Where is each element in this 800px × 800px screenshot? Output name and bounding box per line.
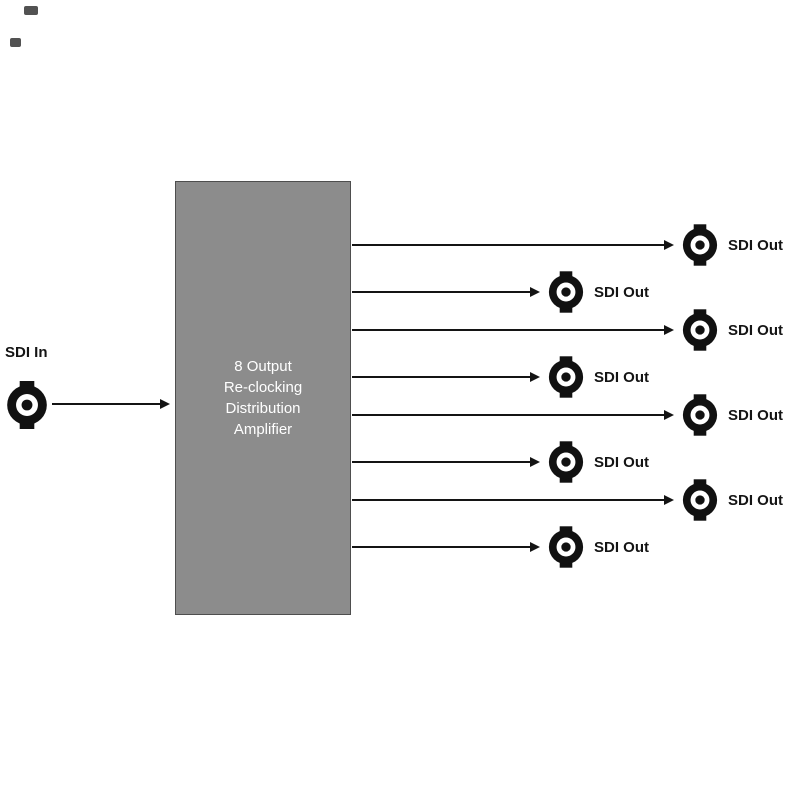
output-row: SDI Out [352, 477, 783, 523]
output-row: SDI Out [352, 354, 649, 400]
arrowhead-icon [530, 372, 540, 382]
output-label: SDI Out [594, 368, 649, 386]
input-label: SDI In [5, 344, 48, 361]
arrow-line [352, 376, 530, 378]
bnc-connector-icon [548, 526, 584, 568]
arrow-line [52, 403, 160, 405]
output-arrow [352, 324, 674, 336]
arrow-line [352, 329, 664, 331]
output-arrow [352, 371, 540, 383]
output-arrow [352, 541, 540, 553]
arrow-line [352, 546, 530, 548]
amplifier-box: 8 Output Re-clocking Distribution Amplif… [175, 181, 351, 615]
arrow-line [352, 461, 530, 463]
output-row: SDI Out [352, 524, 649, 570]
output-arrow [352, 456, 540, 468]
bnc-connector-icon [682, 394, 718, 436]
arrowhead-icon [530, 287, 540, 297]
arrow-line [352, 414, 664, 416]
arrowhead-icon [160, 399, 170, 409]
arrowhead-icon [530, 457, 540, 467]
bnc-connector-icon [682, 479, 718, 521]
arrowhead-icon [664, 240, 674, 250]
output-label: SDI Out [594, 283, 649, 301]
arrowhead-icon [664, 325, 674, 335]
output-label: SDI Out [728, 321, 783, 339]
amplifier-label: 8 Output Re-clocking Distribution Amplif… [223, 358, 303, 438]
output-row: SDI Out [352, 392, 783, 438]
arrow-line [352, 499, 664, 501]
output-row: SDI Out [352, 222, 783, 268]
bnc-connector-icon [6, 381, 48, 429]
arrowhead-icon [664, 410, 674, 420]
arrowhead-icon [664, 495, 674, 505]
bnc-connector-icon [682, 224, 718, 266]
arrow-line [352, 291, 530, 293]
output-row: SDI Out [352, 307, 783, 353]
arrowhead-icon [530, 542, 540, 552]
output-arrow [352, 494, 674, 506]
artifact-mark [10, 38, 21, 47]
output-row: SDI Out [352, 439, 649, 485]
arrow-line [352, 244, 664, 246]
output-arrow [352, 286, 540, 298]
output-label: SDI Out [728, 406, 783, 424]
output-arrow [352, 239, 674, 251]
output-label: SDI Out [728, 491, 783, 509]
output-label: SDI Out [594, 538, 649, 556]
input-arrow [52, 398, 170, 410]
output-label: SDI Out [728, 236, 783, 254]
output-label: SDI Out [594, 453, 649, 471]
output-arrow [352, 409, 674, 421]
artifact-mark [24, 6, 38, 15]
output-row: SDI Out [352, 269, 649, 315]
bnc-connector-icon [682, 309, 718, 351]
